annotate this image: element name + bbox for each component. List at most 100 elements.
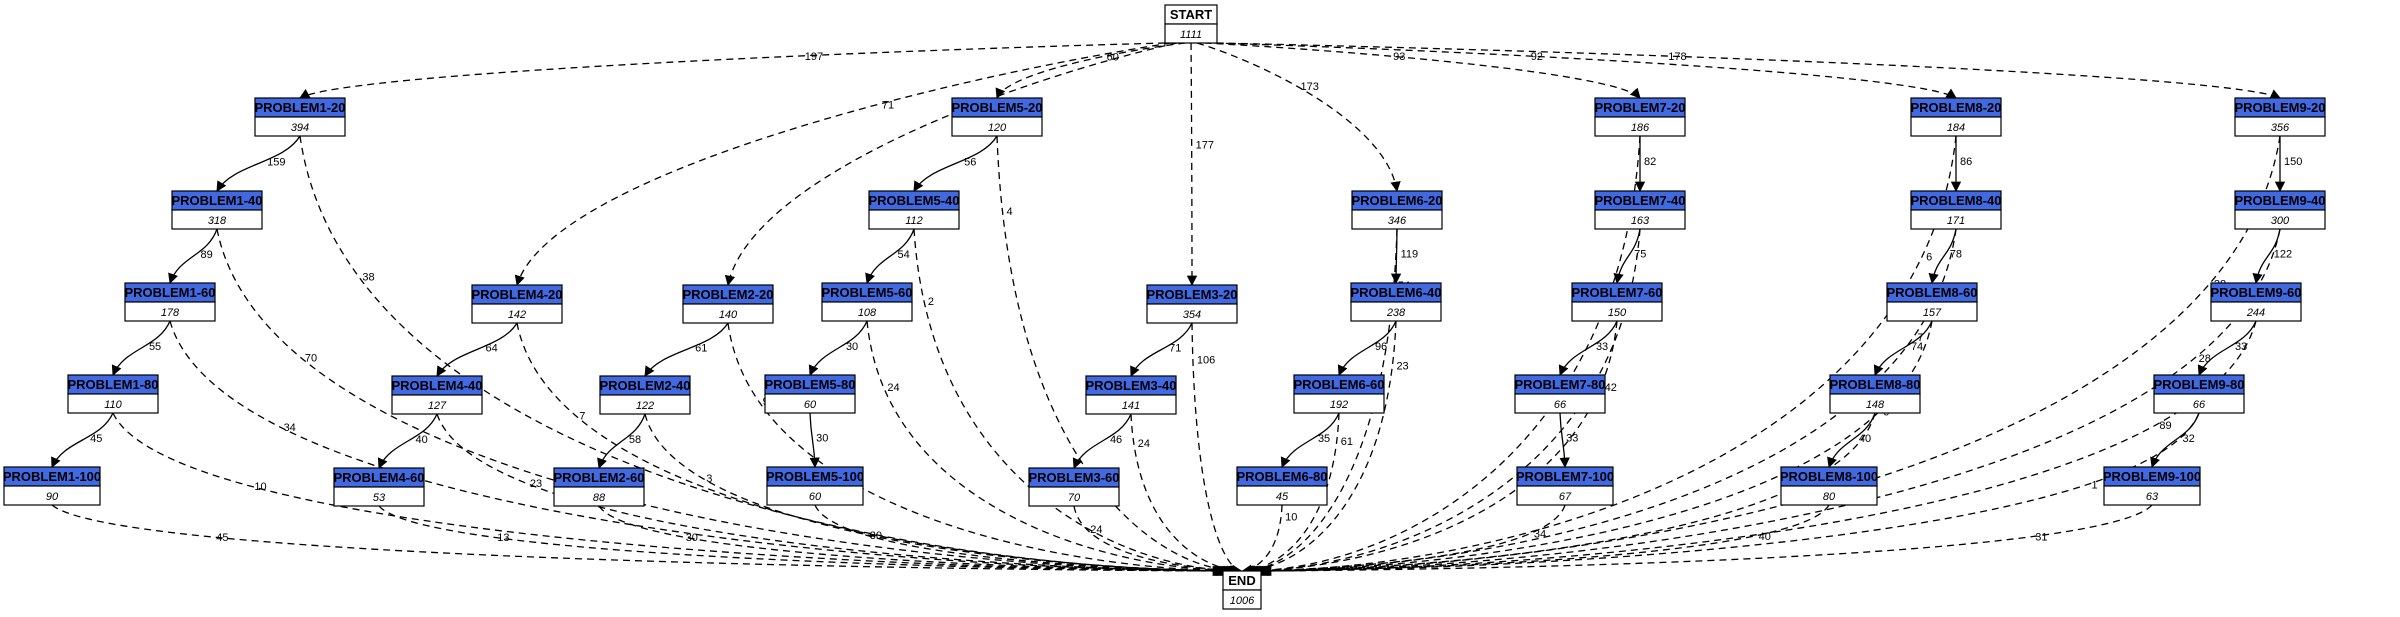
node-count: 53 bbox=[373, 492, 386, 504]
edge-p6-40-to-end bbox=[1243, 320, 1397, 576]
node-count-box bbox=[391, 394, 483, 415]
edge-label: 7 bbox=[579, 410, 585, 422]
edge-label: 38 bbox=[362, 271, 374, 283]
node-count-box bbox=[821, 301, 913, 322]
node-title: PROBLEM3-60 bbox=[1028, 470, 1119, 485]
node-count-box bbox=[1514, 393, 1606, 414]
node-count-box bbox=[1222, 589, 1262, 610]
edge-label: 28 bbox=[2199, 353, 2211, 365]
edge-label: 10 bbox=[254, 481, 266, 493]
edge-p5-80-to-p5-100 bbox=[809, 412, 820, 469]
edge-label: 64 bbox=[486, 343, 498, 355]
node-count: 356 bbox=[2271, 122, 2290, 134]
node-title: END bbox=[1228, 573, 1255, 588]
edge-p8-60-to-p8-80 bbox=[1873, 320, 1933, 376]
node-problem1-80[interactable]: PROBLEM1-80 110 bbox=[67, 374, 159, 414]
node-count: 120 bbox=[988, 122, 1007, 134]
edge-label: 61 bbox=[695, 343, 707, 355]
node-title: PROBLEM6-60 bbox=[1293, 377, 1384, 392]
node-count-box bbox=[2210, 301, 2302, 322]
node-count: 163 bbox=[1631, 215, 1650, 227]
node-title: PROBLEM5-40 bbox=[868, 193, 959, 208]
edge-p1-20-to-p1-40 bbox=[216, 135, 301, 192]
edge-label: 45 bbox=[90, 433, 102, 445]
node-title: PROBLEM3-40 bbox=[1085, 378, 1176, 393]
node-count: 66 bbox=[1554, 399, 1567, 411]
edge-p5-20-to-p5-40 bbox=[913, 135, 998, 192]
node-count-box bbox=[333, 486, 425, 507]
node-title: PROBLEM3-20 bbox=[1146, 287, 1237, 302]
node-count-box bbox=[951, 116, 1043, 137]
edge-p8-40-to-end bbox=[1255, 228, 1957, 577]
node-title: PROBLEM1-60 bbox=[124, 285, 215, 300]
node-count-box bbox=[1780, 485, 1878, 506]
node-count: 110 bbox=[104, 399, 122, 411]
node-title: PROBLEM6-80 bbox=[1236, 469, 1327, 484]
node-count-box bbox=[764, 393, 856, 414]
node-count: 88 bbox=[593, 492, 606, 504]
edge-p6-60-to-p6-80 bbox=[1280, 412, 1340, 468]
edge-label: 96 bbox=[1375, 341, 1387, 353]
edge-label: 89 bbox=[200, 249, 212, 261]
node-count: 112 bbox=[905, 215, 923, 227]
edge-start-to-p8-20 bbox=[1213, 42, 1957, 99]
node-problem5-40[interactable]: PROBLEM5-40 112 bbox=[868, 190, 960, 230]
edge-label: 173 bbox=[1301, 81, 1319, 93]
node-count: 1111 bbox=[1180, 29, 1202, 41]
node-count-box bbox=[124, 301, 216, 322]
edge-label: 82 bbox=[1644, 156, 1656, 168]
edge-p5-20-to-end bbox=[996, 135, 1240, 576]
edge-label: 24 bbox=[887, 382, 899, 394]
edge-label: 3 bbox=[706, 473, 712, 485]
edge-label: 71 bbox=[1169, 343, 1181, 355]
edge-label: 31 bbox=[2035, 532, 2047, 544]
edge-label: 6 bbox=[1926, 251, 1932, 263]
node-title: PROBLEM9-80 bbox=[2153, 377, 2244, 392]
edge-p5-100-to-end bbox=[814, 504, 1236, 577]
edge-p3-40-to-p3-60 bbox=[1072, 413, 1132, 469]
edge-start-to-p3-20 bbox=[1186, 42, 1198, 287]
node-title: PROBLEM1-80 bbox=[67, 377, 158, 392]
node-count: 127 bbox=[428, 400, 447, 412]
edge-label: 13 bbox=[497, 532, 509, 544]
node-count-box bbox=[1571, 301, 1663, 322]
